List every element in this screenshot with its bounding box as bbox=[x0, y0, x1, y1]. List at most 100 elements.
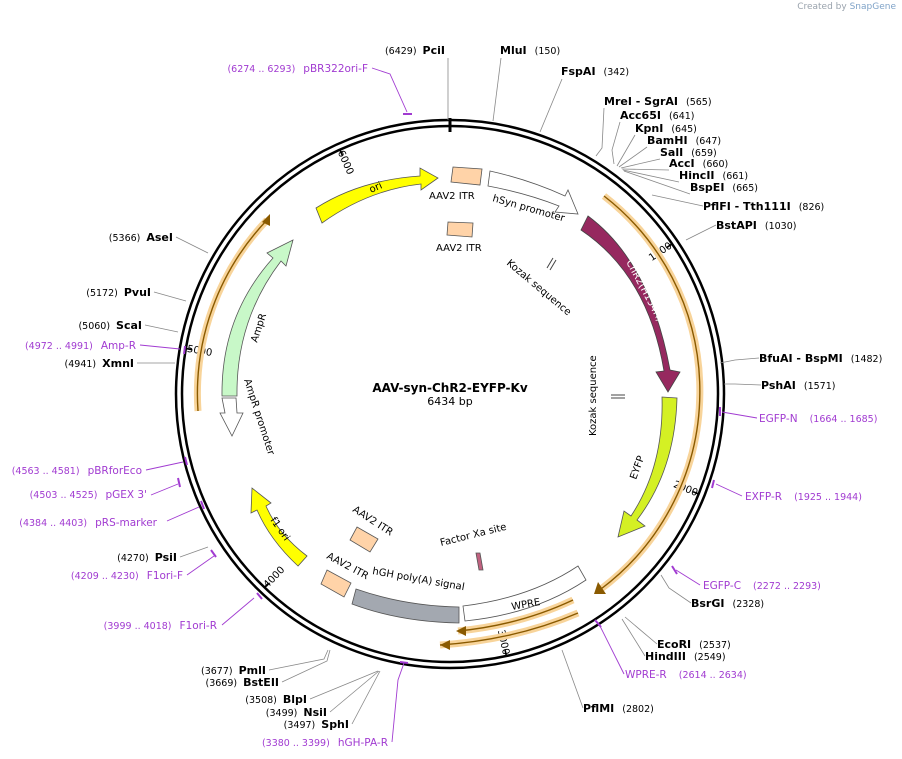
leader-mrei bbox=[595, 107, 605, 157]
aav2-itr-bottom-outer-feature bbox=[320, 569, 352, 598]
primer-10: (4563 .. 4581)pBRforEco bbox=[12, 465, 142, 477]
site-5: KpnI(645) bbox=[635, 122, 697, 135]
leader-bstapi bbox=[685, 224, 717, 241]
wpre-feature bbox=[462, 565, 587, 622]
primer-4: WPRE-R(2614 .. 2634) bbox=[625, 669, 747, 681]
wpre-highlight-head-1 bbox=[456, 626, 466, 636]
ampr-highlight-head bbox=[262, 214, 270, 226]
primer-mark-f1orir bbox=[256, 592, 263, 600]
site-13: BfuAI - BspMI(1482) bbox=[759, 352, 882, 365]
site-1: MluI(150) bbox=[500, 44, 560, 57]
site-21: (3508)BlpI bbox=[245, 693, 307, 706]
watermark-brand: SnapGene bbox=[849, 2, 896, 12]
site-17: HindIII(2549) bbox=[645, 650, 726, 663]
primer-mark-pgex bbox=[177, 477, 181, 488]
aav2-itr-top-label: AAV2 ITR bbox=[429, 191, 475, 202]
site-23: (3677)PmlI bbox=[201, 664, 266, 677]
tick-mark-0 bbox=[666, 243, 673, 248]
site-28: (5366)AseI bbox=[109, 231, 173, 244]
site-2: FspAI(342) bbox=[561, 65, 629, 78]
site-14: PshAI(1571) bbox=[761, 379, 835, 392]
leader-acci bbox=[621, 168, 670, 171]
leader-bsrgi bbox=[660, 574, 692, 604]
plasmid-length: 6434 bp bbox=[427, 395, 472, 408]
chr2-label: ChR2(H134R) bbox=[623, 258, 665, 323]
leader-scai bbox=[144, 324, 179, 333]
chr2-highlight-line bbox=[600, 195, 701, 590]
ampr-promoter-feature bbox=[219, 397, 244, 437]
leader-pbr322ori bbox=[371, 67, 408, 113]
leader-fspai bbox=[539, 78, 563, 133]
site-11: PflFI - Tth111I(826) bbox=[703, 200, 824, 213]
watermark-prefix: Created by bbox=[797, 2, 847, 12]
aav2-itr-inner-label: AAV2 ITR bbox=[436, 243, 482, 254]
site-6: BamHI(647) bbox=[647, 134, 721, 147]
leader-pvui bbox=[153, 291, 187, 302]
ori-label: ori bbox=[368, 180, 384, 195]
primer-5: (3380 .. 3399)hGH-PA-R bbox=[262, 737, 388, 749]
site-12: BstAPI(1030) bbox=[716, 219, 796, 232]
primer-11: (4972 .. 4991)Amp-R bbox=[25, 340, 136, 352]
leader-f1orif bbox=[186, 555, 215, 576]
hsyn-promoter-feature bbox=[487, 170, 579, 215]
tick-mark-3 bbox=[263, 582, 270, 588]
tick-mark-5 bbox=[339, 149, 343, 156]
primer-mark-egfpc bbox=[671, 565, 678, 575]
leader-hindiii bbox=[621, 618, 646, 657]
primer-mark-wprer bbox=[594, 619, 602, 628]
leader-mlui bbox=[492, 57, 502, 122]
tick-label-5: 6000 bbox=[335, 149, 355, 177]
primer-9: (4503 .. 4525)pGEX 3' bbox=[30, 489, 147, 501]
ampr-highlight-line bbox=[196, 219, 268, 412]
site-20: (3499)NsiI bbox=[266, 706, 327, 719]
site-4: Acc65I(641) bbox=[620, 109, 695, 122]
ori-feature bbox=[315, 167, 439, 224]
leader-pgex bbox=[150, 483, 179, 496]
site-24: (4270)PsiI bbox=[117, 551, 177, 564]
site-7: SalI(659) bbox=[660, 146, 717, 159]
site-15: BsrGI(2328) bbox=[691, 597, 764, 610]
kozak-label-2: Kozak sequence bbox=[588, 355, 599, 436]
leader-pbrforeco bbox=[145, 461, 184, 471]
wpre-highlight-line-1 bbox=[457, 599, 574, 632]
leader-pshai bbox=[724, 383, 762, 386]
tick-mark-4 bbox=[185, 347, 192, 351]
site-16: EcoRI(2537) bbox=[657, 638, 731, 651]
kozak-mark-1 bbox=[546, 257, 554, 269]
wpre-highlight-head-2 bbox=[440, 640, 450, 650]
chr2-highlight-head bbox=[594, 582, 606, 594]
primer-2: EXFP-R(1925 .. 1944) bbox=[745, 491, 862, 503]
leader-psii bbox=[179, 546, 209, 558]
site-0: (6429)PciI bbox=[385, 44, 445, 57]
leader-ampr bbox=[139, 344, 181, 350]
leader-egfpn bbox=[721, 411, 758, 419]
leader-pmli bbox=[268, 649, 329, 671]
primer-mark-hghpar bbox=[399, 661, 409, 664]
leader-hghpar bbox=[391, 662, 405, 743]
leader-sali bbox=[620, 158, 661, 169]
eyfp-feature bbox=[617, 396, 678, 538]
primer-mark-f1orif bbox=[210, 549, 217, 558]
primer-3: EGFP-C(2272 .. 2293) bbox=[703, 580, 821, 592]
leader-kpni bbox=[616, 134, 636, 167]
leader-bsteii bbox=[281, 649, 331, 683]
primer-1: EGFP-N(1664 .. 1685) bbox=[759, 413, 877, 425]
leader-acc65i bbox=[611, 121, 621, 165]
leader-wprer bbox=[598, 623, 625, 675]
leader-bamhi bbox=[618, 146, 648, 168]
leader-hincii bbox=[622, 169, 680, 183]
tick-mark-1 bbox=[692, 491, 699, 495]
plasmid-name: AAV-syn-ChR2-EYFP-Kv bbox=[372, 381, 528, 395]
site-labels: (6429)PciI MluI(150) FspAI(342) MreI - S… bbox=[65, 44, 883, 731]
primer-mark-pbrforeco bbox=[184, 456, 188, 466]
leader-ecori bbox=[624, 616, 658, 645]
hgh-polya-label: hGH poly(A) signal bbox=[371, 566, 465, 593]
leader-egfpc bbox=[675, 569, 701, 586]
chr2-feature bbox=[580, 215, 681, 393]
leader-bfuai bbox=[719, 357, 760, 364]
primer-mark-ampr bbox=[183, 345, 186, 355]
leader-exfpr bbox=[715, 483, 743, 497]
feature-map: ori AAV2 ITR hSyn promoter AAV2 ITR Koza… bbox=[193, 166, 704, 650]
ampr-label: AmpR bbox=[249, 312, 269, 344]
